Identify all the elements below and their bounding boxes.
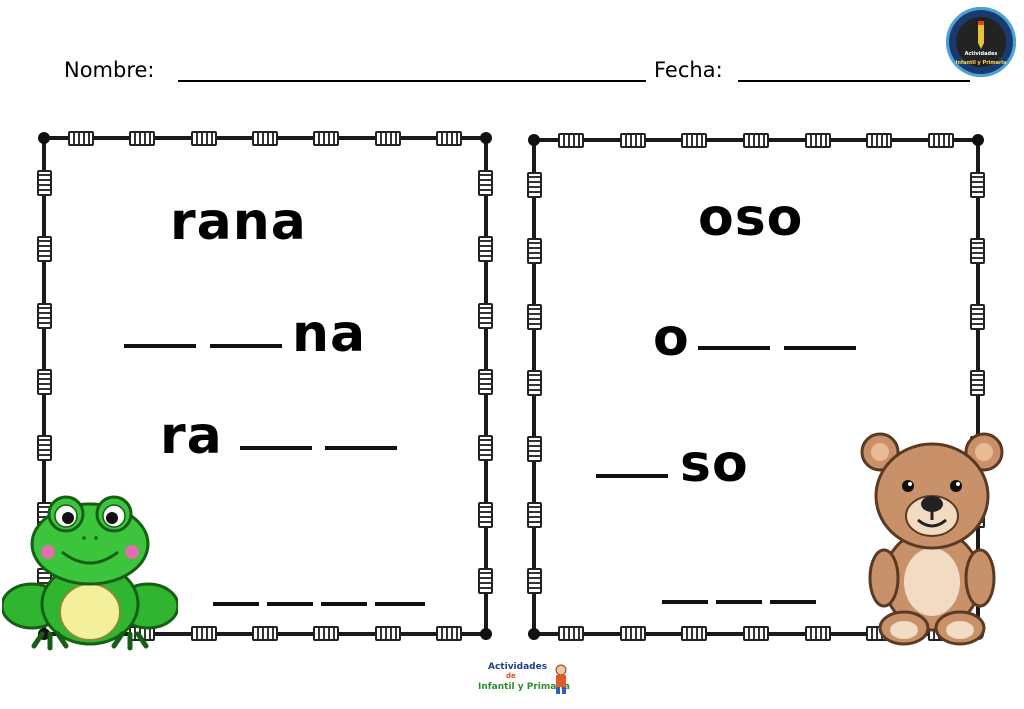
frame-stitch [558,626,584,641]
frame-stitch [527,304,542,330]
date-label: Fecha: [654,58,723,82]
frame-stitch [619,626,646,641]
blank-line[interactable] [325,446,397,450]
frame-stitch [970,238,985,264]
frame-stitch [68,131,94,146]
frame-corner-dot [972,134,984,146]
frame-stitch [527,172,542,198]
frame-stitch [478,435,493,462]
blank-line[interactable] [267,602,313,606]
frame-stitch [37,435,52,462]
date-field[interactable] [738,80,970,82]
footer-logo-subtitle: Infantil y Primaria [478,682,570,692]
blank-line[interactable] [596,474,668,478]
frame-stitch [252,626,278,641]
frog-icon [2,495,178,651]
frame-stitch [37,236,52,263]
logo-badge: Actividades Infantil y Primaria [946,7,1016,77]
syllable-o: o [653,308,690,368]
frame-corner-dot [38,132,50,144]
blank-line[interactable] [716,600,762,604]
frame-stitch [374,626,401,641]
name-field[interactable] [178,80,646,82]
pencil-icon [978,21,984,49]
frame-stitch [37,302,52,329]
frame-stitch [866,133,893,148]
frame-stitch [478,170,493,196]
blank-line[interactable] [662,600,708,604]
frame-stitch [527,568,542,594]
frame-stitch [478,302,493,329]
frame-stitch [37,369,52,395]
frame-stitch [478,568,493,594]
frame-stitch [970,370,985,396]
frame-stitch [129,131,156,146]
frame-corner-dot [528,628,540,640]
frame-stitch [252,131,278,146]
blank-line[interactable] [213,602,259,606]
frame-stitch [478,369,493,395]
frame-stitch [743,133,769,148]
frame-stitch [619,133,646,148]
footer-logo: Actividades de Infantil y Primaria [478,660,570,700]
blank-line[interactable] [770,600,816,604]
blank-line[interactable] [210,344,282,348]
frame-stitch [527,238,542,264]
frame-stitch [970,304,985,330]
frame-stitch [478,236,493,263]
frame-stitch [478,501,493,528]
blank-line[interactable] [698,346,770,350]
frame-stitch [558,133,584,148]
frame-stitch [970,172,985,198]
child-icon [555,664,567,694]
blank-line[interactable] [375,602,425,606]
blank-line[interactable] [124,344,196,348]
word-rana: rana [170,192,307,252]
frame-stitch [804,133,831,148]
blank-line[interactable] [321,602,367,606]
syllable-na: na [292,304,367,364]
frame-stitch [743,626,769,641]
footer-logo-title: Actividades [488,662,548,672]
blank-line[interactable] [240,446,312,450]
syllable-ra: ra [160,406,223,466]
logo-badge-text: Actividades [964,51,998,57]
frame-stitch [681,133,708,148]
frame-stitch [190,626,217,641]
word-oso: oso [698,188,804,248]
frame-stitch [804,626,831,641]
frame-stitch [313,131,340,146]
blank-line[interactable] [784,346,856,350]
frame-corner-dot [528,134,540,146]
frame-corner-dot [480,132,492,144]
frame-stitch [527,502,542,528]
frame-corner-dot [480,628,492,640]
frame-stitch [527,370,542,396]
name-label: Nombre: [64,58,155,82]
frame-stitch [313,626,340,641]
frame-stitch [527,436,542,462]
frame-stitch [436,626,462,641]
frame-stitch [436,131,462,146]
frame-stitch [190,131,217,146]
bear-icon [860,432,1004,646]
frame-stitch [681,626,708,641]
logo-badge-subtext: Infantil y Primaria [955,60,1007,66]
frame-stitch [374,131,401,146]
frame-stitch [37,170,52,196]
frame-stitch [928,133,954,148]
footer-logo-de: de [506,672,516,680]
syllable-so: so [680,434,749,494]
